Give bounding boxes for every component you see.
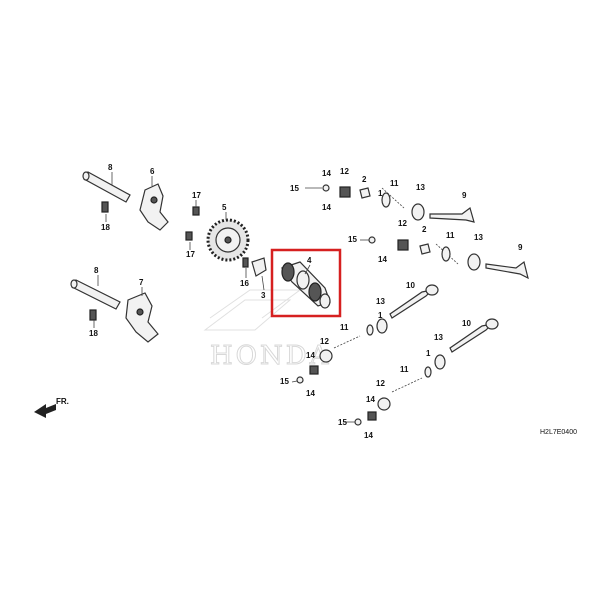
callout-11-d: 11 xyxy=(400,365,409,374)
rocker-arm-shaft-lower xyxy=(70,279,121,310)
valve-set-upper-2 xyxy=(368,236,529,280)
honda-watermark: HONDA xyxy=(203,289,331,372)
callout-12-a: 12 xyxy=(340,167,349,176)
callout-11-b: 11 xyxy=(446,231,455,240)
leader-lines xyxy=(93,172,369,423)
watermark-text: HONDA xyxy=(210,341,331,371)
callout-15-d: 15 xyxy=(338,418,347,427)
callout-10-b: 10 xyxy=(462,319,471,328)
callout-17-lower: 17 xyxy=(186,250,195,259)
callout-9-b: 9 xyxy=(518,243,523,252)
highlight-box xyxy=(270,248,342,318)
cam-sprocket xyxy=(206,218,250,262)
rocker-arm-shaft-upper xyxy=(82,171,131,203)
valve-set-upper-1 xyxy=(322,184,475,223)
bolt-18-lower xyxy=(89,309,97,321)
callout-12-b: 12 xyxy=(398,219,407,228)
callout-18-upper: 18 xyxy=(101,223,110,232)
callout-15-c: 15 xyxy=(280,377,289,386)
front-marker-label: FR. xyxy=(56,397,69,406)
callout-13-d: 13 xyxy=(434,333,443,342)
rocker-arm-lower xyxy=(125,292,159,343)
callout-14-a: 14 xyxy=(322,169,331,178)
callout-14-e: 14 xyxy=(306,389,315,398)
callout-8-lower: 8 xyxy=(94,266,99,275)
callout-7: 7 xyxy=(139,278,144,287)
callout-16: 16 xyxy=(240,279,249,288)
callout-1-a: 1 xyxy=(378,189,383,198)
callout-10-a: 10 xyxy=(406,281,415,290)
cam-plate-3 xyxy=(251,257,267,277)
callout-6: 6 xyxy=(150,167,155,176)
bolt-17-a xyxy=(192,206,200,216)
callout-13-c: 13 xyxy=(376,297,385,306)
callout-5: 5 xyxy=(222,203,227,212)
bolt-18-upper xyxy=(101,201,109,213)
callout-11-c: 11 xyxy=(340,323,349,332)
callout-14-b: 14 xyxy=(322,203,331,212)
callout-13-b: 13 xyxy=(474,233,483,242)
front-direction-arrow: FR. xyxy=(34,397,69,418)
callout-1-c: 1 xyxy=(426,349,431,358)
callout-15-b: 15 xyxy=(348,235,357,244)
callout-9-a: 9 xyxy=(462,191,467,200)
callout-2-a: 2 xyxy=(362,175,367,184)
callout-1-b: 1 xyxy=(378,311,383,320)
valve-set-lower xyxy=(354,318,499,426)
callout-18-lower: 18 xyxy=(89,329,98,338)
callout-3: 3 xyxy=(261,291,266,300)
drawing-code: H2L7E0400 xyxy=(540,429,577,436)
bolt-16 xyxy=(242,257,249,268)
callout-17-upper: 17 xyxy=(192,191,201,200)
callout-14-d: 14 xyxy=(306,351,315,360)
callout-4: 4 xyxy=(307,256,312,265)
callout-8-upper: 8 xyxy=(108,163,113,172)
callout-14-f: 14 xyxy=(366,395,375,404)
callout-14-c: 14 xyxy=(378,255,387,264)
camshaft xyxy=(281,261,331,309)
callout-labels: 8 6 18 17 17 5 16 3 8 7 18 4 15 14 14 12… xyxy=(89,163,523,440)
callout-11-a: 11 xyxy=(390,179,399,188)
callout-13-a: 13 xyxy=(416,183,425,192)
valve-set-middle xyxy=(296,284,439,384)
callout-14-g: 14 xyxy=(364,431,373,440)
callout-15-a: 15 xyxy=(290,184,299,193)
rocker-arm-upper xyxy=(139,183,169,231)
callout-12-c: 12 xyxy=(320,337,329,346)
callout-2-b: 2 xyxy=(422,225,427,234)
bolt-17-b xyxy=(185,231,193,241)
callout-12-d: 12 xyxy=(376,379,385,388)
